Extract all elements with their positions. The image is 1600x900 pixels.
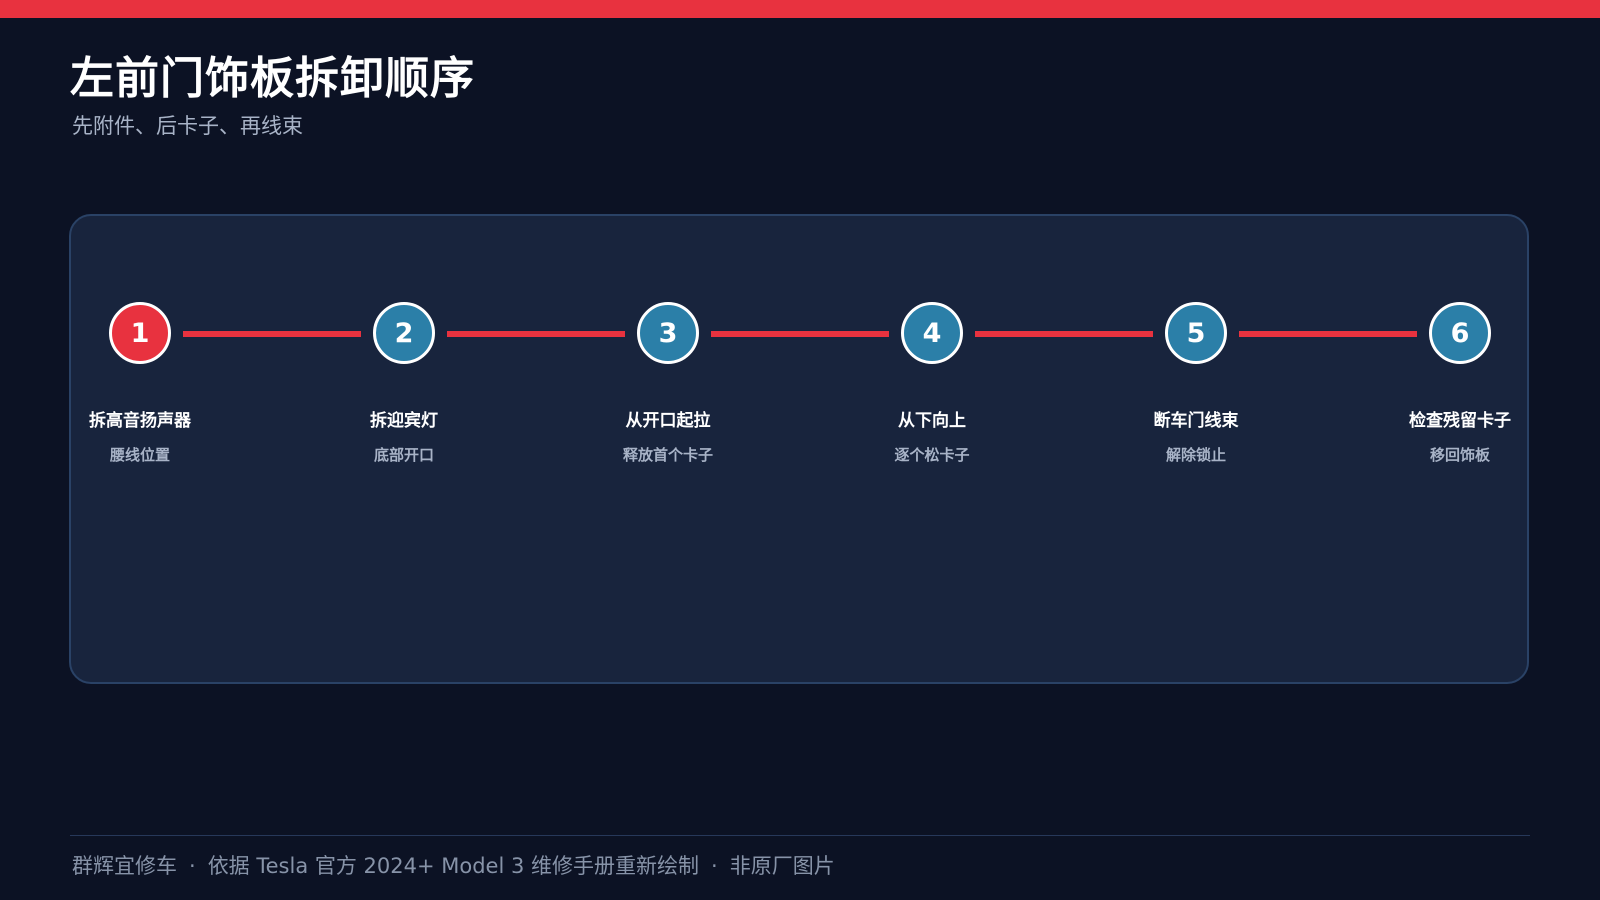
step-5-desc: 解除锁止 xyxy=(1165,446,1226,464)
step-4-title: 从下向上 xyxy=(898,411,966,431)
step-connector xyxy=(975,331,1153,337)
step-5-title: 断车门线束 xyxy=(1153,411,1239,431)
step-connector xyxy=(183,331,361,337)
top-accent-bar xyxy=(0,0,1600,18)
footer-divider xyxy=(70,835,1530,836)
footer-note: 非原厂图片 xyxy=(729,854,835,878)
step-6-circle: 6 xyxy=(1429,302,1491,364)
step-6-title: 检查残留卡子 xyxy=(1409,411,1511,431)
step-1-circle: 1 xyxy=(109,302,171,364)
footer-brand: 群辉宜修车 xyxy=(72,854,177,878)
step-3-circle: 3 xyxy=(637,302,699,364)
page-title: 左前门饰板拆卸顺序 xyxy=(70,53,475,104)
page-subtitle: 先附件、后卡子、再线束 xyxy=(72,114,303,138)
step-2-circle: 2 xyxy=(373,302,435,364)
step-connector xyxy=(447,331,625,337)
step-2-desc: 底部开口 xyxy=(373,446,434,464)
step-2-title: 拆迎宾灯 xyxy=(370,411,438,431)
step-1-desc: 腰线位置 xyxy=(109,446,170,464)
step-5-circle: 5 xyxy=(1165,302,1227,364)
footer-separator: · xyxy=(189,854,196,878)
footer-separator: · xyxy=(711,854,718,878)
step-4-circle: 4 xyxy=(901,302,963,364)
footer: 群辉宜修车 · 依据 Tesla 官方 2024+ Model 3 维修手册重新绘制… xyxy=(72,850,835,880)
step-connector xyxy=(1239,331,1417,337)
step-3-title: 从开口起拉 xyxy=(625,411,711,431)
step-connector xyxy=(711,331,889,337)
footer-source: 依据 Tesla 官方 2024+ Model 3 维修手册重新绘制 xyxy=(207,854,700,878)
step-6-desc: 移回饰板 xyxy=(1429,446,1490,464)
step-4-desc: 逐个松卡子 xyxy=(894,446,970,464)
step-1-title: 拆高音扬声器 xyxy=(89,411,191,431)
step-3-desc: 释放首个卡子 xyxy=(622,446,713,464)
steps-panel xyxy=(69,214,1529,684)
